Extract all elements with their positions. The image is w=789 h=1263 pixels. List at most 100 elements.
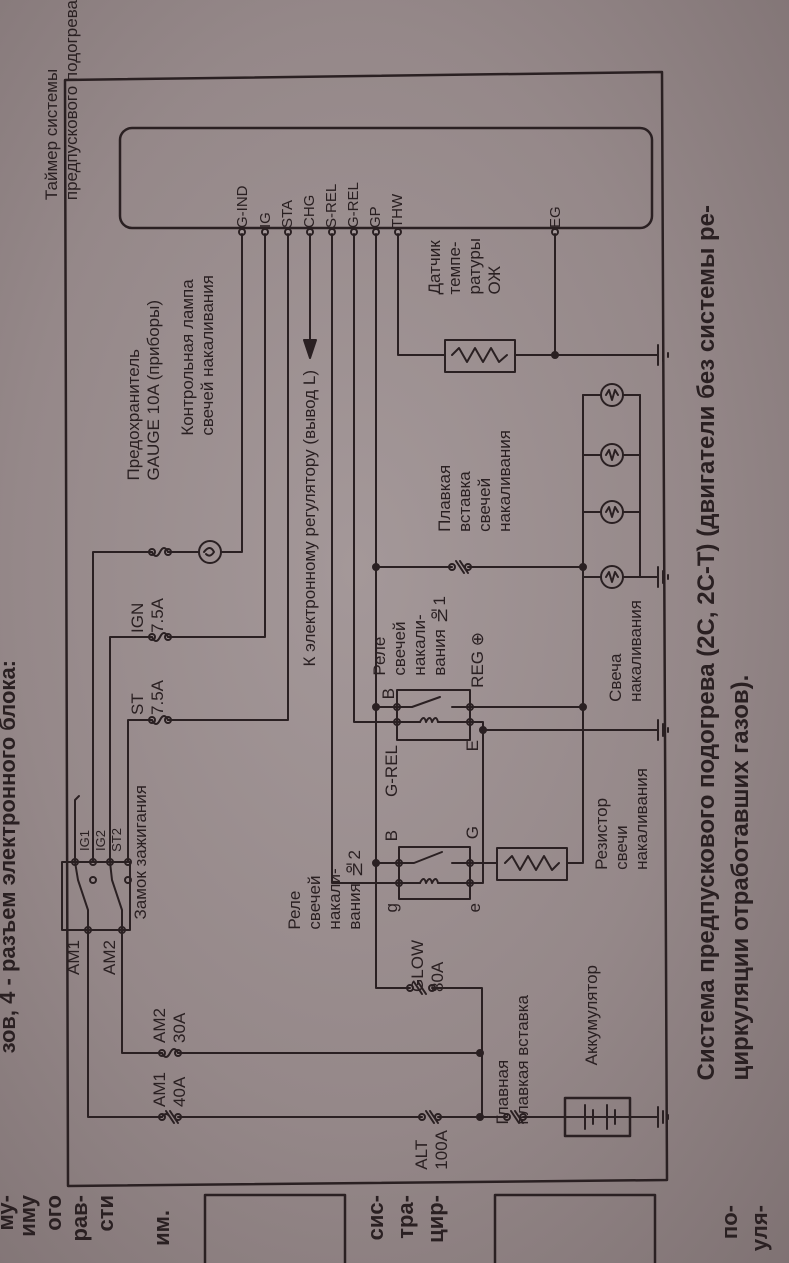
label-line: Реле xyxy=(285,890,304,930)
terminal-gp: GP xyxy=(367,206,384,228)
fuse-rating: 7.5A xyxy=(148,680,167,715)
relay1-e-label: E xyxy=(463,740,482,752)
terminal-dots xyxy=(238,228,559,236)
caption-line: Система предпускового подогрева (2С, 2С-… xyxy=(693,205,720,1081)
timer-box xyxy=(118,126,654,230)
switch-ig2-label: IG2 xyxy=(93,830,108,851)
fuse-rating: 40A xyxy=(170,1076,189,1107)
terminal-thw: THW xyxy=(389,193,406,228)
label-line: вставка xyxy=(455,471,474,532)
label-line: накали- xyxy=(325,868,344,930)
battery-icon xyxy=(563,1096,632,1138)
fuse-name: ST xyxy=(128,693,147,715)
relay1-b-label: B xyxy=(379,688,398,700)
fuse-name: GLOW xyxy=(408,940,427,992)
diagram-frame xyxy=(63,70,669,1188)
relay2-g-rel-label: G-REL xyxy=(382,745,401,797)
terminal-ig: IG xyxy=(257,212,274,228)
terminal-eg: EG xyxy=(547,206,564,228)
margin-fragment: по- xyxy=(717,1205,742,1240)
regulator-label: К электронному регулятору (вывод L) xyxy=(300,370,319,667)
page-top-text: зов, 4 - разъем электронного блока: xyxy=(0,660,20,1054)
relay2-b-label: B xyxy=(382,830,401,842)
margin-fragment: уля- xyxy=(747,1205,772,1252)
label-line: накаливания xyxy=(495,430,514,532)
caption-line: циркуляции отработавших газов). xyxy=(727,674,754,1081)
timer-title-line: предпускового подогрева xyxy=(62,0,81,201)
margin-fragment: рав- xyxy=(67,1195,92,1242)
relay-1 xyxy=(393,689,474,741)
relay-2 xyxy=(395,846,474,900)
relay2-g-lower-label: g xyxy=(382,903,401,913)
margin-fragment: цир- xyxy=(423,1195,448,1243)
fuse-rating: 30A xyxy=(170,1012,189,1043)
label-line: Резистор xyxy=(592,797,611,870)
terminal-sta: STA xyxy=(279,199,296,228)
ground-icons xyxy=(649,344,669,1128)
label-line: вания №1 xyxy=(430,596,449,676)
relay2-e-label: e xyxy=(465,903,484,913)
figure-box xyxy=(203,1193,347,1263)
glow-plug-icons xyxy=(582,383,641,589)
switch-am1-label: AM1 xyxy=(64,940,83,975)
label-line: вания №2 xyxy=(345,850,364,930)
fuse-rating: 80A xyxy=(428,961,447,992)
fuse-name: IGN xyxy=(128,602,147,633)
terminal-g-ind: G-IND xyxy=(234,185,251,229)
timer-title: Таймер системы предпускового подогрева xyxy=(42,0,82,200)
label-line: ратуры xyxy=(465,238,484,295)
margin-fragment: сти xyxy=(93,1195,118,1232)
switch-ig1-label: IG1 xyxy=(77,830,92,851)
label-line: плавкая вставка xyxy=(513,995,532,1125)
switch-st2-label: ST2 xyxy=(109,828,124,852)
ignition-switch-label: Замок зажигания xyxy=(131,785,150,920)
label-line: Плавкая xyxy=(435,464,454,532)
switch-am2-label: AM2 xyxy=(100,940,119,975)
label-line: накали- xyxy=(410,614,429,676)
terminal-g-rel: G-REL xyxy=(345,182,362,228)
margin-fragment: тра- xyxy=(393,1195,418,1239)
label-line: свечей накаливания xyxy=(198,275,217,436)
label-line: свечи xyxy=(612,825,631,870)
label-line: Датчик xyxy=(425,240,444,295)
battery-label: Аккумулятор xyxy=(582,965,601,1066)
lamp-icon xyxy=(198,540,222,564)
ignition-switch xyxy=(61,858,132,934)
wires xyxy=(74,233,651,1118)
label-line: Свеча xyxy=(606,653,625,702)
label-line: свечей xyxy=(475,477,494,532)
figure-caption: Система предпускового подогрева (2С, 2С-… xyxy=(690,205,758,1080)
margin-fragment: им. xyxy=(149,1210,174,1246)
relay2-g-label: G xyxy=(463,826,482,840)
label-line: накаливания xyxy=(632,768,651,870)
fuse-rating: GAUGE 10A (приборы) xyxy=(144,300,163,481)
junction-dots xyxy=(372,351,587,1121)
terminal-chg: CHG xyxy=(301,194,318,228)
timer-title-line: Таймер системы xyxy=(42,68,61,201)
fuse-rating: 100A xyxy=(432,1130,451,1170)
label-line: темпе- xyxy=(445,241,464,295)
arrow-down-icon xyxy=(303,339,317,359)
label-line: свечей xyxy=(390,621,409,676)
label-line: Контрольная лампа xyxy=(178,279,197,436)
margin-fragment: иму xyxy=(15,1195,40,1237)
figure-box xyxy=(493,1193,657,1263)
label-line: Реле xyxy=(370,636,389,676)
margin-fragment: сис- xyxy=(363,1195,388,1241)
label-line: Главная xyxy=(493,1059,512,1125)
